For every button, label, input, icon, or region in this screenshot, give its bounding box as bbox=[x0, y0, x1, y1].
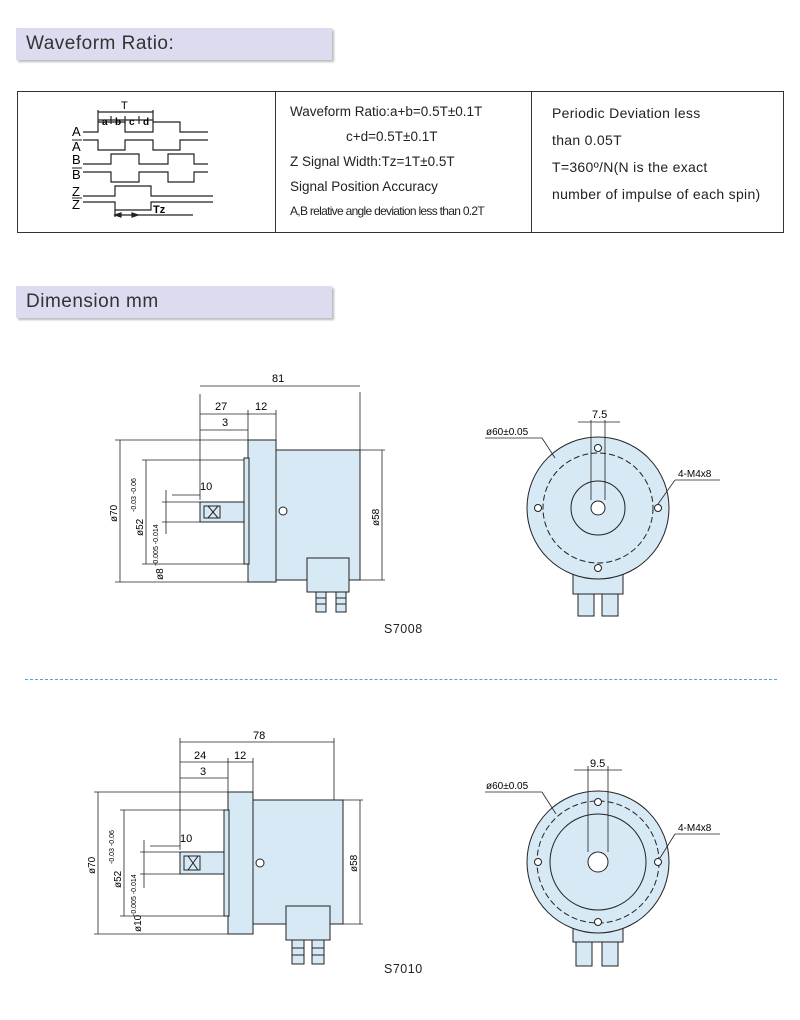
dim-12: 12 bbox=[234, 750, 246, 762]
section-title: Dimension mm bbox=[26, 291, 159, 312]
dim-dia-52-tol: -0.03 -0.06 bbox=[131, 478, 138, 512]
periodic-deviation-cell: Periodic Deviation less than 0.05T T=360… bbox=[532, 92, 783, 232]
deviation-line: T=360º/N(N is the exact bbox=[552, 159, 708, 175]
spec-line: Z Signal Width:Tz=1T±0.5T bbox=[290, 154, 455, 169]
dim-10: 10 bbox=[200, 481, 212, 493]
label-A-bar: A bbox=[72, 139, 81, 154]
model-label-s7008: S7008 bbox=[384, 622, 423, 636]
label-b: b bbox=[115, 117, 121, 128]
front-dim-holes: 4-M4x8 bbox=[678, 823, 712, 834]
dim-dia-70: ø70 bbox=[87, 856, 98, 874]
label-B: B bbox=[72, 152, 81, 167]
s7008-side-view: 81 27 12 3 10 ø70 ø52 -0.03 -0.06 ø8 -0.… bbox=[109, 373, 385, 613]
dim-dia-52-tol: -0.03 -0.06 bbox=[109, 830, 116, 864]
s7010-front-view: 9.5 ø60±0.05 4-M4x8 bbox=[485, 758, 720, 967]
waveform-diagram-cell: T a b c d A A B B Z Z Tz bbox=[18, 92, 276, 232]
dim-81: 81 bbox=[272, 373, 284, 385]
label-d: d bbox=[143, 117, 149, 128]
dim-dia-70: ø70 bbox=[109, 504, 120, 522]
dim-24: 24 bbox=[194, 750, 206, 762]
dim-3: 3 bbox=[200, 766, 206, 778]
waveform-spec-cell: Waveform Ratio:a+b=0.5T±0.1T c+d=0.5T±0.… bbox=[276, 92, 532, 232]
label-T: T bbox=[121, 100, 128, 112]
deviation-line: than 0.05T bbox=[552, 132, 622, 148]
front-dim-width: 7.5 bbox=[592, 409, 607, 421]
label-a: a bbox=[102, 117, 108, 128]
section-title: Waveform Ratio: bbox=[26, 33, 175, 54]
waveform-table: T a b c d A A B B Z Z Tz Waveform Ratio:… bbox=[17, 91, 784, 233]
s7010-side-view: 78 24 12 3 10 ø70 ø52 -0.03 -0.06 ø10 -0… bbox=[87, 730, 363, 965]
label-Tz: Tz bbox=[153, 204, 166, 216]
dim-78: 78 bbox=[253, 730, 265, 742]
dim-27: 27 bbox=[215, 401, 227, 413]
s7008-front-view: 7.5 ø60±0.05 4-M4x8 bbox=[485, 409, 720, 617]
dim-dia-10: ø10 bbox=[133, 914, 144, 932]
dim-dia-58: ø58 bbox=[371, 508, 382, 526]
dimension-header: Dimension mm bbox=[16, 286, 332, 318]
front-dim-holes: 4-M4x8 bbox=[678, 469, 712, 480]
dim-dia-52: ø52 bbox=[113, 870, 124, 888]
label-A: A bbox=[72, 124, 81, 139]
label-Z-bar: Z bbox=[72, 197, 80, 212]
dim-10: 10 bbox=[180, 833, 192, 845]
spec-line: Signal Position Accuracy bbox=[290, 179, 438, 194]
deviation-line: number of impulse of each spin) bbox=[552, 186, 761, 202]
label-c: c bbox=[129, 117, 135, 128]
dim-dia-8: ø8 bbox=[155, 568, 166, 580]
dim-12: 12 bbox=[255, 401, 267, 413]
spec-line: Waveform Ratio:a+b=0.5T±0.1T bbox=[290, 104, 483, 119]
front-dim-pcd: ø60±0.05 bbox=[486, 427, 529, 438]
label-B-bar: B bbox=[72, 167, 81, 182]
waveform-ratio-header: Waveform Ratio: bbox=[16, 28, 332, 60]
section-divider bbox=[25, 679, 777, 680]
dim-dia-52: ø52 bbox=[135, 518, 146, 536]
dim-dia-8-tol: -0.005 -0.014 bbox=[153, 524, 160, 566]
dim-dia-10-tol: -0.005 -0.014 bbox=[131, 874, 138, 916]
label-Z: Z bbox=[72, 184, 80, 199]
spec-line: c+d=0.5T±0.1T bbox=[346, 129, 438, 144]
spec-line: A,B relative angle deviation less than 0… bbox=[290, 204, 485, 218]
dim-dia-58: ø58 bbox=[349, 854, 360, 872]
waveform-diagram: T a b c d A A B B Z Z Tz bbox=[72, 100, 213, 218]
front-dim-width: 9.5 bbox=[590, 758, 605, 770]
front-dim-pcd: ø60±0.05 bbox=[486, 781, 529, 792]
dim-3: 3 bbox=[222, 417, 228, 429]
deviation-line: Periodic Deviation less bbox=[552, 105, 701, 121]
model-label-s7010: S7010 bbox=[384, 962, 423, 976]
